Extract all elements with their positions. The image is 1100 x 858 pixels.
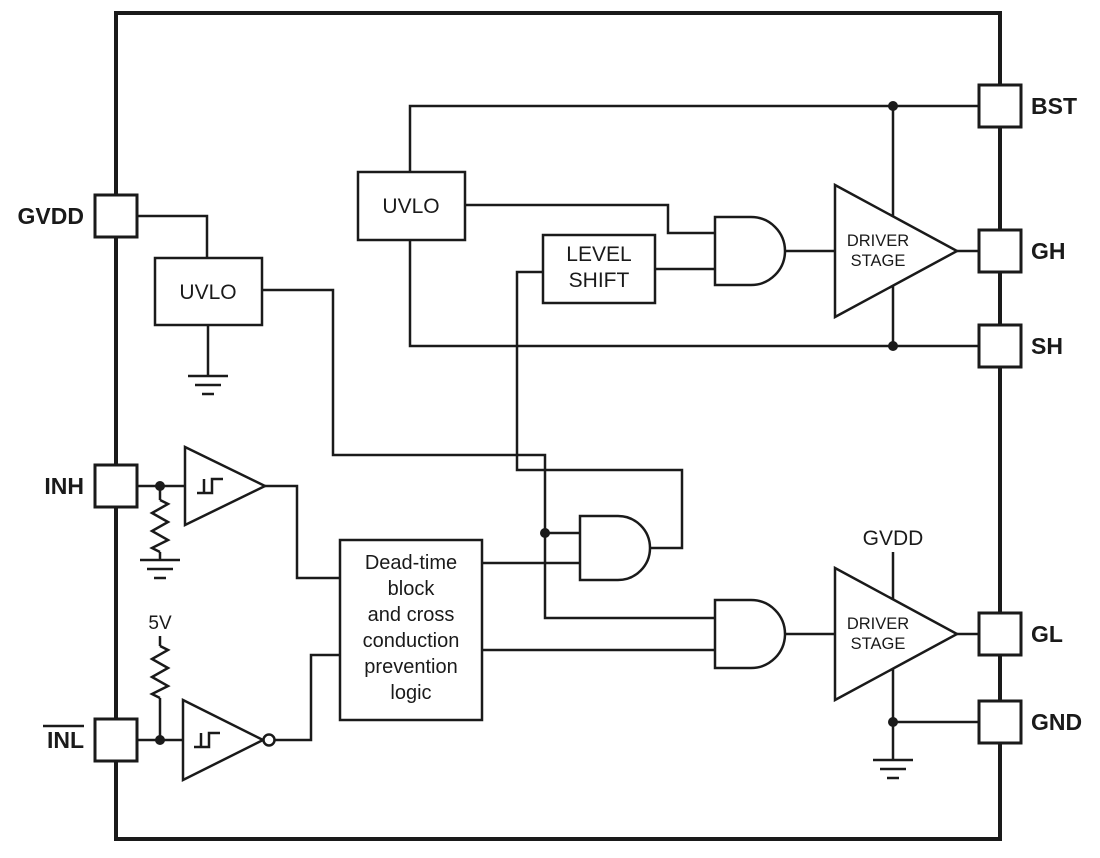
- uvlo-left-block: [153, 256, 264, 327]
- driver-stage-bottom-triangle: [833, 565, 960, 703]
- deadtime-label-line1: Dead-time: [365, 552, 457, 574]
- level-shift-block: [541, 233, 657, 305]
- supply-5v-label: 5V: [148, 613, 172, 634]
- pin-label-gnd: GND: [1031, 709, 1082, 735]
- pin-label-gl: GL: [1031, 621, 1063, 647]
- driver-bottom-label-line1: DRIVER: [847, 615, 909, 633]
- pin-gl-square: [977, 611, 1023, 657]
- wire-inl-to-deadtime: [275, 653, 340, 742]
- inverter-bubble-icon: [262, 733, 276, 747]
- deadtime-label-line4: conduction: [363, 630, 460, 652]
- pin-label-inh: INH: [44, 473, 84, 499]
- pin-label-bst: BST: [1031, 93, 1077, 119]
- driver-bottom-ground-icon: [873, 758, 913, 780]
- inh-hysteresis-icon: [197, 477, 223, 495]
- pin-label-inl: INL: [47, 727, 84, 753]
- pin-sh-square: [977, 323, 1023, 369]
- uvlo-top-label: UVLO: [382, 195, 439, 218]
- blocks: [153, 170, 657, 722]
- junction-dot: [540, 528, 550, 538]
- deadtime-block: [338, 538, 484, 722]
- driver-top-label-line1: DRIVER: [847, 232, 909, 250]
- junction-dots: [155, 101, 898, 745]
- gvdd-internal-label: GVDD: [863, 527, 924, 550]
- labels: GVDD INH INL BST GH SH GL GND UVLO UVLO …: [18, 93, 1083, 753]
- pin-label-gh: GH: [1031, 238, 1066, 264]
- inh-ground-icon: [140, 558, 180, 580]
- pin-gh-square: [977, 228, 1023, 274]
- pin-label-gvdd: GVDD: [18, 203, 84, 229]
- resistors: [149, 498, 171, 700]
- inh-pulldown-resistor: [149, 498, 171, 554]
- deadtime-label-line6: logic: [390, 682, 431, 704]
- pin-inh-square: [93, 463, 139, 509]
- wires: [137, 104, 979, 760]
- inl-pullup-resistor: [149, 644, 171, 700]
- and-gate-bottom-icon: [713, 598, 787, 670]
- inh-schmitt-buffer-icon: [183, 445, 268, 527]
- pin-inl-square: [93, 717, 139, 763]
- level-shift-label-line1: LEVEL: [566, 243, 631, 266]
- wire-uvlo-top-output: [465, 203, 715, 235]
- uvlo-top-block: [356, 170, 467, 242]
- junction-dot: [155, 481, 165, 491]
- pin-gvdd-square: [93, 193, 139, 239]
- pin-bst-square: [977, 83, 1023, 129]
- driver-top-label-line2: STAGE: [851, 252, 906, 270]
- gates: [181, 182, 960, 783]
- inl-schmitt-inverter-icon: [181, 697, 266, 783]
- wire-gvdd-to-uvlo: [137, 214, 209, 258]
- wire-midand-to-levelshift: [515, 270, 684, 550]
- junction-dot: [888, 341, 898, 351]
- junction-dot: [888, 717, 898, 727]
- uvlo-left-ground-icon: [188, 374, 228, 396]
- wire-sh-rail: [408, 240, 979, 348]
- chip-outline: [114, 11, 1002, 841]
- junction-dot: [888, 101, 898, 111]
- and-gate-top-icon: [713, 215, 787, 287]
- and-gate-mid-icon: [578, 514, 652, 582]
- pins: [93, 83, 1023, 763]
- uvlo-left-label: UVLO: [179, 281, 236, 304]
- driver-bottom-label-line2: STAGE: [851, 635, 906, 653]
- wire-inh-to-deadtime: [265, 484, 340, 580]
- wire-uvlo-left-output: [262, 288, 715, 620]
- driver-stage-top-triangle: [833, 182, 960, 320]
- junction-dot: [155, 735, 165, 745]
- wire-bst-rail: [408, 104, 979, 172]
- level-shift-label-line2: SHIFT: [569, 269, 630, 292]
- deadtime-label-line3: and cross: [368, 604, 455, 626]
- pin-gnd-square: [977, 699, 1023, 745]
- deadtime-label-line2: block: [388, 578, 436, 600]
- inl-hysteresis-icon: [194, 731, 220, 749]
- deadtime-label-line5: prevention: [364, 656, 457, 678]
- ground-symbols: [140, 374, 913, 780]
- pin-label-sh: SH: [1031, 333, 1063, 359]
